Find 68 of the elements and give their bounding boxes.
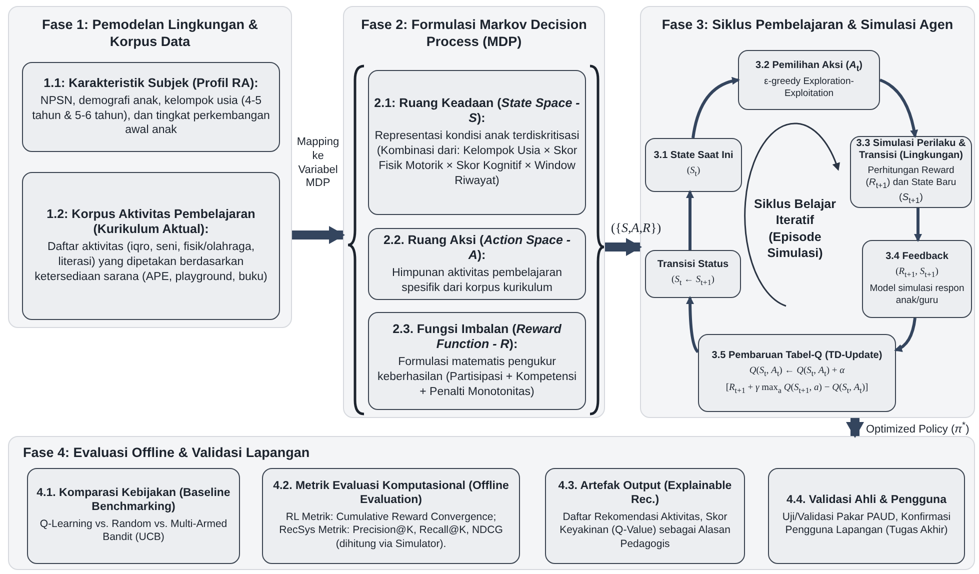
process-box (27, 468, 240, 564)
box-heading: 3.3 Simulasi Perilaku & Transisi (Lingkungan) (856, 138, 966, 162)
process-box (262, 468, 520, 564)
process-box (368, 312, 586, 410)
arrow (692, 77, 740, 138)
arrow (894, 318, 916, 352)
arrow (686, 296, 700, 353)
formula: [R$_{t+1}$ + γ max$_{a}$ Q(S$_{t+1}$, a) − Q(S$_{t}$, A$_{t}$)] (726, 382, 868, 396)
phase-panel (640, 6, 975, 418)
box-heading: 4.3. Artefak Output (Explainable Rec.) (557, 480, 733, 508)
phase-panel (8, 6, 292, 328)
box-heading: 3.5 Pembaruan Tabel-Q (TD-Update) (712, 350, 882, 362)
formula: Q(S$_{t}$, A$_{t}$) ← Q(S$_{t}$, A$_{t}$) + α (749, 364, 845, 379)
arrow (846, 418, 864, 438)
panel-title: Fase 4: Evaluasi Offline & Validasi Lapangan (23, 445, 310, 462)
box-text: ε-greedy Exploration-Exploitation (763, 76, 855, 100)
arrow (879, 78, 918, 138)
process-box (768, 468, 965, 564)
box-heading: 4.1. Komparasi Kebijakan (Baseline Benchmarking) (36, 487, 232, 515)
process-box (645, 138, 742, 192)
box-text: Representasi kondisi anak terdiskritisasi (Kombinasi dari: Kelompok Usia × Skor Fisik Motorik × Skor Kognitif × Window Riwayat) (374, 129, 580, 189)
formula: (S$_{t}$ ← S$_{t+1}$) (672, 274, 714, 289)
box-heading: 3.1 State Saat Ini (654, 150, 734, 162)
box-text: Perhitungan Reward (R$_{t+1}$) dan State Baru (S$_{t+1}$) (864, 165, 958, 206)
process-box (850, 136, 972, 208)
process-box (645, 250, 741, 298)
box-heading: 4.2. Metrik Evaluasi Komputasional (Offline Evaluation) (272, 480, 510, 508)
process-box (698, 334, 896, 412)
box-text: Q-Learning vs. Random vs. Multi-Armed Bandit (UCB) (38, 518, 228, 545)
box-text: Daftar aktivitas (iqro, seni, fisik/olahraga, literasi) yang dipetakan berdasarkan ketersediaan sarana (APE, playground, buku) (34, 240, 268, 285)
box-heading: 3.2 Pemilihan Aksi (A$_{t}$) (756, 60, 862, 73)
arrow (292, 226, 345, 244)
process-box (738, 50, 880, 110)
formula: (S$_{t}$) (686, 165, 700, 180)
box-heading: 2.2. Ruang Aksi (Action Space - A): (382, 232, 572, 263)
box-heading: 2.3. Fungsi Imbalan (Reward Function - R): (392, 322, 562, 352)
process-box (862, 240, 972, 318)
box-heading: 2.1: Ruang Keadaan (State Space - S): (374, 96, 580, 126)
box-heading: 4.4. Validasi Ahli & Pengguna (786, 494, 946, 508)
process-box (368, 228, 586, 300)
process-box (22, 62, 280, 152)
edge-label: Mapping ke Variabel MDP (296, 136, 340, 191)
edge-label: ({S,A,R}) (610, 220, 662, 236)
arrow (605, 238, 642, 256)
box-text: Formulasi matematis pengukur keberhasilan (Partisipasi + Kompetensi + Penalti Monotonitas) (376, 355, 578, 400)
formula: (R$_{t+1}$, S$_{t+1}$) (896, 266, 938, 280)
arrow (686, 190, 694, 250)
process-box (22, 172, 280, 320)
edge-label: Optimized Policy (π$^{*}$) (866, 420, 970, 438)
box-heading: Transisi Status (657, 259, 729, 272)
box-text: Himpunan aktivitas pembelajaran spesifik dari korpus kurikulum (390, 266, 564, 296)
box-text: NPSN, demografi anak, kelompok usia (4-5 tahun & 5-6 tahun), dan tingkat perkembangan awal anak (31, 94, 271, 138)
panel-title: Fase 2: Formulasi Markov Decision Process (MDP) (360, 17, 588, 51)
cycle-label: Siklus Belajar Iteratif (Episode Simulasi) (753, 196, 837, 261)
box-text: Daftar Rekomendasi Aktivitas, Skor Keyakinan (Q-Value) sebagai Alasan Pedagogis (558, 510, 732, 552)
process-box (368, 70, 586, 215)
arrow (914, 208, 922, 242)
phase-panel (8, 436, 975, 570)
box-text: RL Metrik: Cumulative Reward Convergence; RecSys Metrik: Precision@K, Recall@K, NDCG (dihitung via Simulator). (278, 510, 504, 552)
box-heading: 1.1: Karakteristik Subjek (Profil RA): (44, 76, 258, 91)
panel-title: Fase 1: Pemodelan Lingkungan & Korpus Data (40, 17, 260, 51)
box-text: Uji/Validasi Pakar PAUD, Konfirmasi Pengguna Lapangan (Tugas Akhir) (781, 510, 952, 538)
box-heading: 1.2: Korpus Aktivitas Pembelajaran (Kurikulum Aktual): (46, 207, 256, 238)
box-text: Model simulasi respon anak/guru (868, 282, 966, 308)
panel-title: Fase 3: Siklus Pembelajaran & Simulasi Agen (662, 17, 954, 34)
box-heading: 3.4 Feedback (886, 250, 948, 263)
process-box (545, 468, 745, 564)
phase-panel (343, 6, 605, 418)
